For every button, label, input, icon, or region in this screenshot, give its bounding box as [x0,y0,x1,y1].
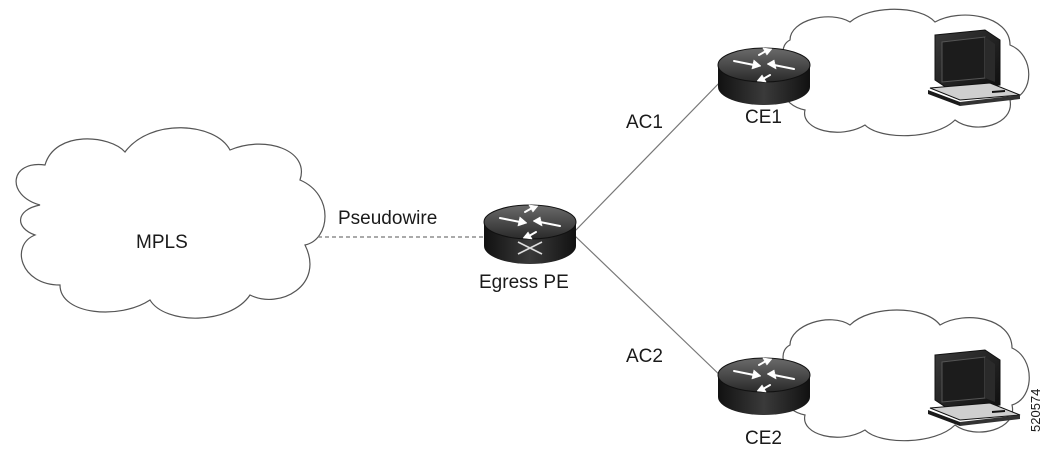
ac1-link [574,76,726,232]
ce2-label: CE2 [745,428,782,449]
ac1-label: AC1 [626,112,663,133]
ce1-label: CE1 [745,107,782,128]
figure-id: 520574 [1028,388,1043,432]
ac2-link [574,235,726,381]
ce2-router-icon [717,357,811,415]
mpls-cloud [15,127,326,319]
pseudowire-label: Pseudowire [338,208,438,229]
computer-icon [928,349,1021,426]
ac2-label: AC2 [626,346,663,367]
ce1-router-icon [717,47,811,105]
mpls-label: MPLS [136,232,188,253]
egress-pe-router-icon [483,204,577,264]
computer-icon [928,29,1021,106]
egress-pe-label: Egress PE [479,272,569,293]
